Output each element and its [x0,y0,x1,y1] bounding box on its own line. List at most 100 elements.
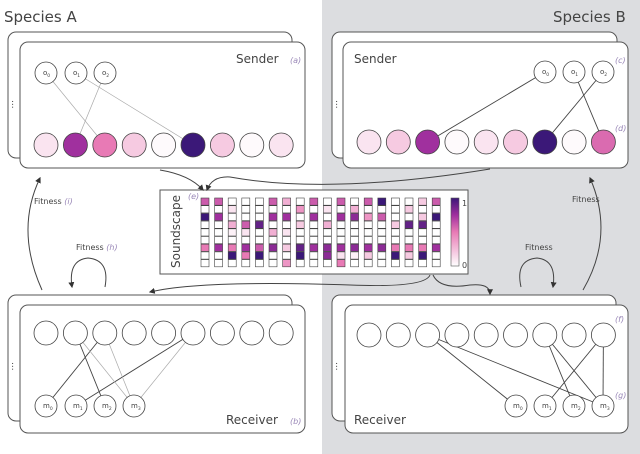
receiver-b-inputs-tag: (g) [615,391,626,400]
soundscape-cell [214,205,223,214]
soundscape-cell [282,228,291,237]
soundscape-cell [268,251,278,260]
soundscape-cell [336,220,346,229]
soundscape-cell [377,197,387,206]
soundscape-cell [323,243,332,252]
soundscape-cell [200,213,210,221]
soundscape-cell [241,197,251,206]
unit-node [151,320,177,346]
soundscape-cell [377,251,387,260]
soundscape-cell [255,251,264,260]
unit-node [239,320,265,346]
soundscape-cell [295,228,305,237]
soundscape-cell [377,220,387,229]
soundscape-cell [214,243,223,252]
unit-node [180,132,206,158]
soundscape-cell [255,259,264,268]
ellipsis: ... [333,362,343,371]
soundscape-label: Soundscape [169,195,183,268]
soundscape-cell [227,205,237,214]
soundscape-cell [282,259,291,268]
soundscape-cell [323,213,332,221]
soundscape-cell [391,236,400,244]
soundscape-cell [363,213,373,221]
soundscape-cell [323,220,332,229]
soundscape-cell [323,251,332,260]
node-label: m3 [131,402,141,412]
arrow-fitness-b [582,176,602,291]
soundscape-cell [350,251,359,260]
soundscape-cell [418,236,427,244]
soundscape-cell [336,259,346,268]
soundscape-cell [309,205,319,214]
soundscape-cell [214,220,223,229]
node-label: o2 [102,69,109,79]
soundscape-cell [431,243,441,252]
soundscape-cell [200,243,210,252]
soundscape-cell [309,228,319,237]
soundscape-cell [418,220,427,229]
io-node [533,394,557,418]
soundscape-cell [377,236,387,244]
soundscape-cell [418,259,427,268]
soundscape-cell [336,205,346,214]
soundscape-cell [363,259,373,268]
soundscape-cell [200,205,210,214]
soundscape-cell [214,213,223,221]
species-b-title: Species B [553,8,626,26]
io-node [34,394,58,418]
unit-node [92,132,118,158]
soundscape-cell [295,236,305,244]
soundscape-cell [363,197,373,206]
sender-b-units-tag: (d) [615,124,626,133]
soundscape-cell [323,236,332,244]
soundscape-cell [404,228,414,237]
soundscape-cell [255,213,264,221]
soundscape-cell [282,243,291,252]
soundscape-cell [336,251,346,260]
connection-line [133,332,194,407]
soundscape-cell [309,197,319,206]
connection-line [45,332,106,407]
receiver-a-tag: (b) [290,417,301,426]
soundscape-cell [350,213,359,221]
fitness-b-label: Fitness [572,195,600,204]
connection-line [544,334,575,407]
node-label: o0 [542,68,549,78]
soundscape-cell [350,236,359,244]
unit-node [503,129,528,155]
connection-line [75,72,194,146]
soundscape-cell [377,228,387,237]
soundscape-cell [363,251,373,260]
soundscape-cell [418,197,427,206]
soundscape-cell [404,213,414,221]
soundscape-cell [418,228,427,237]
fitness-b-loop-label: Fitness [525,243,553,252]
soundscape-cell [268,220,278,229]
node-label: m1 [542,402,552,412]
soundscape-cell [350,228,359,237]
soundscape-cell [241,251,251,260]
io-node [591,394,615,418]
receiver-a-label: Receiver [226,413,278,427]
unit-node [63,320,88,346]
soundscape-cell [268,236,278,244]
unit-node [561,322,587,348]
soundscape-cell [200,197,210,206]
soundscape-cell [268,228,278,237]
soundscape-cell [268,243,278,252]
soundscape-cell [391,213,400,221]
connection-line [75,332,194,407]
node-label: m2 [102,402,112,412]
ellipsis: ... [9,100,19,109]
soundscape-cell [200,259,210,268]
io-node [562,394,586,418]
soundscape-cell [336,228,346,237]
soundscape-cell [255,228,264,237]
unit-node [503,322,528,348]
soundscape-cell [295,205,305,214]
connection-line [573,71,604,143]
io-node [93,61,117,85]
soundscape-cell [404,259,414,268]
receiver-b-label: Receiver [354,413,406,427]
